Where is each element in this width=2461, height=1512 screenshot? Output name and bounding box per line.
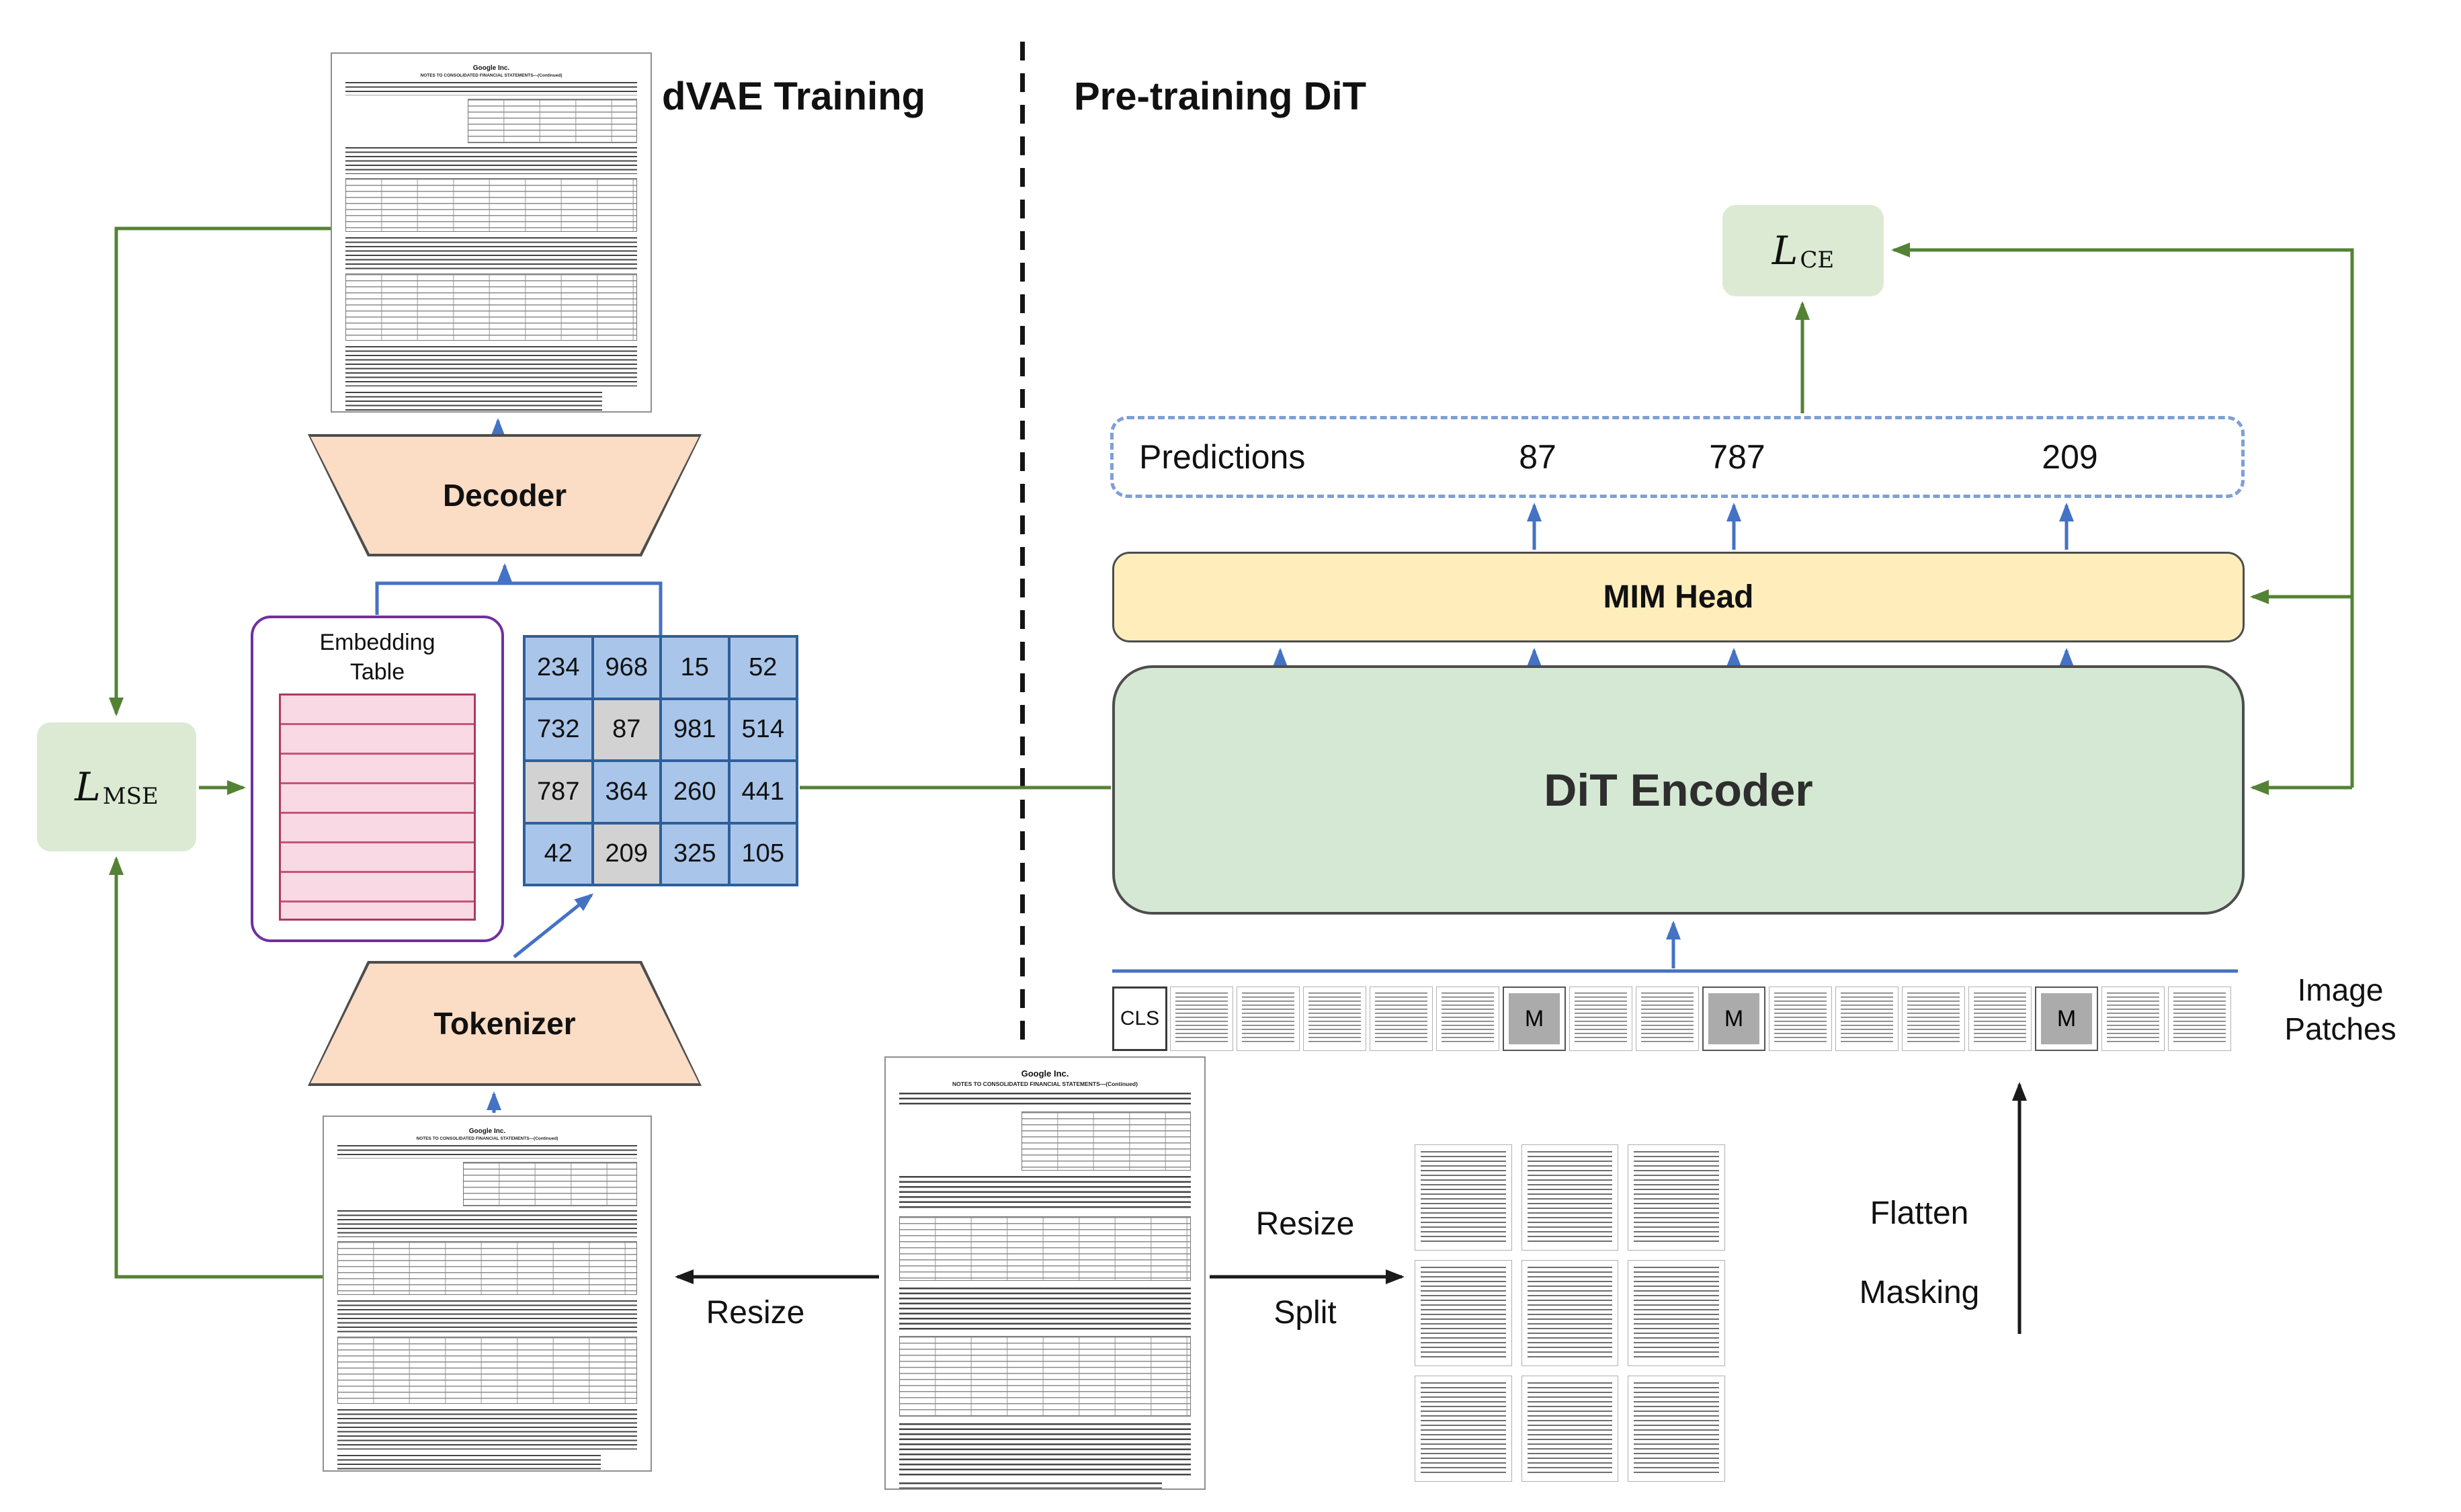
- mse-loss-subscript: MSE: [102, 783, 159, 810]
- token-cell: 981: [662, 700, 728, 759]
- image-patch: [1636, 986, 1699, 1051]
- document-chunk: [1521, 1260, 1619, 1366]
- predictions-label: Predictions: [1139, 438, 1306, 476]
- document-chunk: [1628, 1144, 1725, 1251]
- document-original: Google Inc. NOTES TO CONSOLIDATED FINANC…: [884, 1056, 1206, 1490]
- document-company: Google Inc.: [468, 1128, 506, 1135]
- embedding-label-line1: Embedding: [319, 630, 435, 655]
- masked-patch: M: [2035, 986, 2098, 1051]
- embedding-table-label: Embedding Table: [253, 628, 501, 687]
- tokenizer-label: Tokenizer: [433, 1006, 576, 1041]
- token-cell: 441: [730, 762, 796, 822]
- decoder-block: Decoder: [308, 434, 702, 556]
- document-chunk: [1415, 1260, 1512, 1366]
- resize-right-label: Resize: [1255, 1206, 1355, 1242]
- prediction-value: 787: [1709, 438, 1765, 476]
- mim-head: MIM Head: [1112, 552, 2245, 642]
- image-patches-label: Image Patches: [2275, 970, 2406, 1048]
- token-cell: 52: [730, 638, 796, 698]
- document-chunk: [1628, 1260, 1725, 1366]
- token-cell: 260: [662, 762, 728, 822]
- image-patches-line2: Patches: [2284, 1011, 2396, 1046]
- token-cell: 364: [593, 762, 659, 822]
- predictions-box: Predictions 87 787 209: [1110, 416, 2245, 498]
- document-input: Google Inc. NOTES TO CONSOLIDATED FINANC…: [323, 1116, 652, 1472]
- dit-encoder: DiT Encoder: [1112, 665, 2245, 915]
- token-cell-masked: 209: [593, 824, 659, 884]
- token-cell: 514: [730, 700, 796, 759]
- document-heading: NOTES TO CONSOLIDATED FINANCIAL STATEMEN…: [952, 1081, 1138, 1087]
- section-divider: [1020, 42, 1025, 1048]
- embedding-rows: [279, 694, 476, 921]
- token-cell: 234: [526, 638, 591, 698]
- token-cell: 325: [662, 824, 728, 884]
- image-patch: [1769, 986, 1832, 1051]
- tokenizer-fill: [310, 964, 699, 1083]
- image-patch: [1370, 986, 1433, 1051]
- token-cell: 732: [526, 700, 591, 759]
- masking-label: Masking: [1859, 1275, 1980, 1310]
- ce-loss-symbol: L: [1771, 228, 1798, 274]
- image-patch: [1170, 986, 1233, 1051]
- decoder-label: Decoder: [442, 478, 567, 513]
- document-chunk: [1628, 1376, 1725, 1482]
- document-chunk: [1521, 1376, 1619, 1482]
- resize-left-label: Resize: [706, 1295, 805, 1331]
- flatten-label: Flatten: [1870, 1195, 1969, 1231]
- prediction-value: 87: [1519, 438, 1556, 476]
- image-patch: [2101, 986, 2165, 1051]
- split-label: Split: [1274, 1295, 1337, 1331]
- tokenizer-block: Tokenizer: [308, 961, 702, 1086]
- image-patch: [2168, 986, 2231, 1051]
- mse-loss-symbol: L: [75, 764, 101, 810]
- document-reconstructed: Google Inc. NOTES TO CONSOLIDATED FINANC…: [331, 52, 652, 413]
- embedding-table: Embedding Table: [251, 616, 504, 942]
- token-cell: 105: [730, 824, 796, 884]
- decoder-fill: [310, 437, 699, 554]
- image-patch: [1303, 986, 1366, 1051]
- embedding-label-line2: Table: [349, 659, 405, 685]
- prediction-value: 209: [2042, 438, 2098, 476]
- document-company: Google Inc.: [1021, 1068, 1069, 1079]
- section-title-dvae: dVAE Training: [662, 75, 926, 118]
- document-heading: NOTES TO CONSOLIDATED FINANCIAL STATEMEN…: [420, 73, 562, 78]
- section-title-dit: Pre-training DiT: [1074, 75, 1367, 118]
- document-company: Google Inc.: [472, 65, 510, 72]
- token-cell: 42: [526, 824, 591, 884]
- image-patch: [1569, 986, 1632, 1051]
- image-patch: [1968, 986, 2032, 1051]
- image-patch: [1237, 986, 1300, 1051]
- token-cell: 968: [593, 638, 659, 698]
- image-patch: [1436, 986, 1499, 1051]
- masked-patch: M: [1503, 986, 1566, 1051]
- document-heading: NOTES TO CONSOLIDATED FINANCIAL STATEMEN…: [416, 1136, 558, 1141]
- document-chunk: [1521, 1144, 1619, 1251]
- image-patches-line1: Image: [2297, 972, 2384, 1007]
- token-cell-masked: 87: [593, 700, 659, 759]
- token-grid: 234 968 15 52 732 87 981 514 787 364 260…: [523, 635, 798, 886]
- token-cell: 15: [662, 638, 728, 698]
- document-chunk: [1415, 1376, 1512, 1482]
- cls-token: CLS: [1112, 986, 1167, 1051]
- patch-grid: [1415, 1144, 1725, 1482]
- ce-loss-subscript: CE: [1800, 247, 1835, 274]
- image-patch: [1835, 986, 1899, 1051]
- image-patch: [1902, 986, 1965, 1051]
- masked-patch: M: [1702, 986, 1765, 1051]
- document-chunk: [1415, 1144, 1512, 1251]
- token-cell-masked: 787: [526, 762, 591, 822]
